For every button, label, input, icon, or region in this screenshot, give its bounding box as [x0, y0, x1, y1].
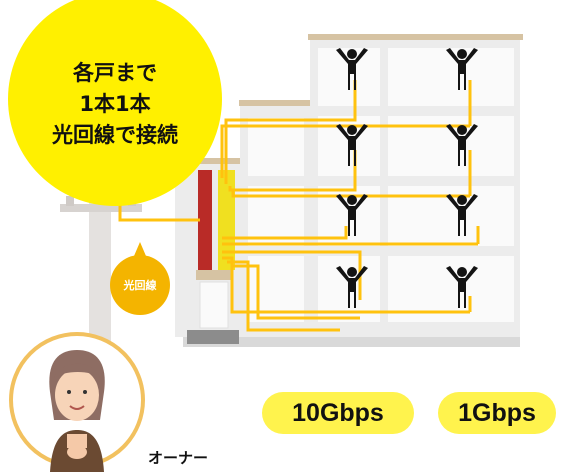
residents [336, 48, 478, 308]
resident-icon [336, 194, 368, 236]
riser-red [198, 170, 212, 270]
callout-line: 各戸まで [73, 60, 157, 85]
callout-line: 光回線で接続 [52, 122, 178, 147]
fiber-tag-label: 光回線 [123, 279, 157, 292]
fiber-lines [118, 80, 480, 332]
callout-line: 1本1本 [79, 91, 151, 116]
resident-icon [336, 124, 368, 166]
resident-icon [446, 194, 478, 236]
speed-badge-label: 10Gbps [292, 398, 384, 427]
speed-badge-1g: 1Gbps [438, 392, 556, 434]
resident-icon [336, 48, 368, 90]
resident-icon [446, 124, 478, 166]
resident-icon [446, 266, 478, 308]
resident-icon [336, 266, 368, 308]
resident-icon [446, 48, 478, 90]
fiber-tag: 光回線 [110, 255, 170, 315]
owner-avatar [9, 332, 145, 472]
tag-pointer [134, 242, 146, 256]
callout-bubble: 各戸まで 1本1本 光回線で接続 [8, 0, 222, 206]
speed-badge-10g: 10Gbps [262, 392, 414, 434]
owner-label: オーナー [148, 449, 209, 467]
speed-badge-label: 1Gbps [458, 398, 536, 427]
riser-yellow [218, 170, 235, 270]
